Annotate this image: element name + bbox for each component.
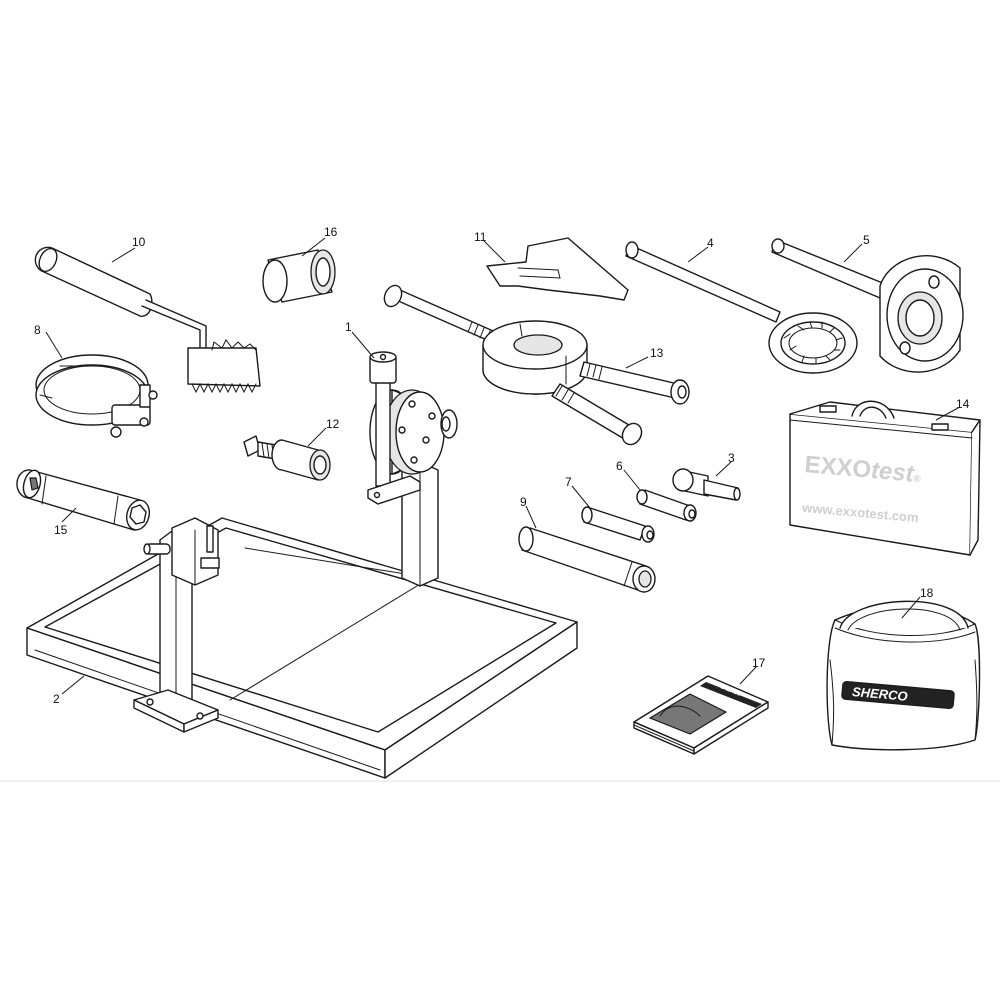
part-17-owner-manual: SHERCO: [633, 675, 769, 755]
part-1-mount-bracket: [367, 351, 458, 505]
callout-1: 1: [345, 320, 352, 334]
callout-4: 4: [707, 236, 714, 250]
callout-5: 5: [863, 233, 870, 247]
callout-2: 2: [53, 692, 60, 706]
callout-labels: 1 2 3 4 5 6 7 8 9 10 11 12 13 14 15 16 1…: [34, 225, 970, 706]
part-11-flat-plate: [486, 237, 629, 301]
callout-17: 17: [752, 656, 766, 670]
part-16-bushing: [262, 249, 336, 303]
callout-7: 7: [565, 475, 572, 489]
part-6-pin: [636, 489, 697, 522]
callout-16: 16: [324, 225, 338, 239]
callout-10: 10: [132, 235, 146, 249]
part-9-tube: [518, 526, 656, 593]
part-4-spanner-wrench: [625, 241, 858, 374]
callout-13: 13: [650, 346, 664, 360]
callout-12: 12: [326, 417, 340, 431]
part-13-puller-tool: [383, 284, 690, 446]
part-8-clamp-ring: [35, 354, 158, 438]
callout-14: 14: [956, 397, 970, 411]
callout-15: 15: [54, 523, 68, 537]
part-3-stepped-pin: [672, 468, 741, 501]
part-18-sherco-bag: SHERCO: [826, 600, 981, 751]
callout-3: 3: [728, 451, 735, 465]
callout-18: 18: [920, 586, 934, 600]
part-14-exxotest-case: EXXOtest® www.exxotest.com: [789, 400, 981, 556]
part-5-holder-wrench: [771, 238, 964, 373]
case-brand-logo: EXXOtest®: [803, 451, 922, 488]
part-12-adapter-fitting: [243, 435, 331, 481]
callout-8: 8: [34, 323, 41, 337]
part-10-handle-comb-tool: [34, 246, 261, 394]
callout-6: 6: [616, 459, 623, 473]
leader-lines: [45, 237, 959, 695]
callout-9: 9: [520, 495, 527, 509]
part-7-pin: [581, 506, 655, 543]
part-15-socket-tube: [16, 469, 151, 531]
bag-brand-text: SHERCO: [851, 684, 908, 704]
callout-11: 11: [474, 230, 487, 244]
